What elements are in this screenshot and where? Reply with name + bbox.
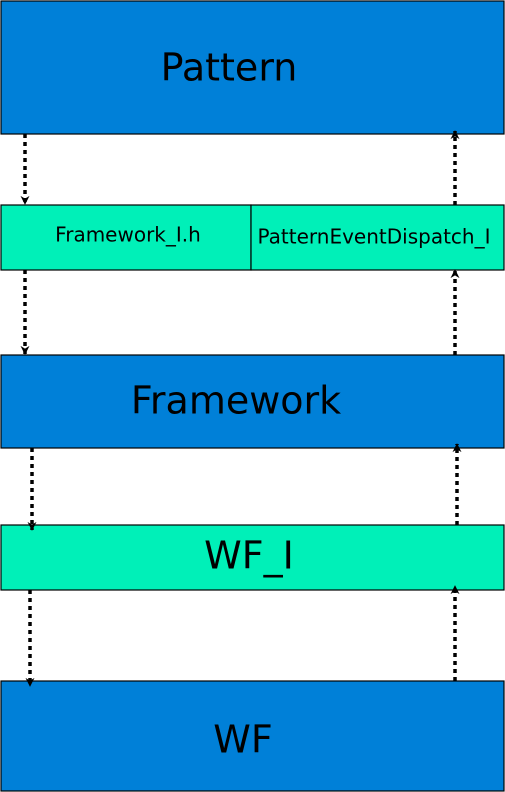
framework-box: Framework (0, 354, 505, 449)
wf-i-label: WF_I (204, 534, 294, 578)
framework-label: Framework (131, 379, 341, 423)
framework-i-h-label: Framework_I.h (55, 223, 201, 247)
wf-label: WF (213, 718, 272, 762)
pattern-label: Pattern (161, 46, 298, 90)
pattern-box: Pattern (0, 0, 505, 135)
wf-i-box: WF_I (0, 524, 505, 591)
pattern-event-dispatch-i-box: PatternEventDispatch_I (250, 204, 505, 271)
wf-box: WF (0, 680, 505, 792)
framework-i-h-box: Framework_I.h (0, 204, 252, 271)
pattern-event-dispatch-i-label: PatternEventDispatch_I (258, 225, 491, 249)
